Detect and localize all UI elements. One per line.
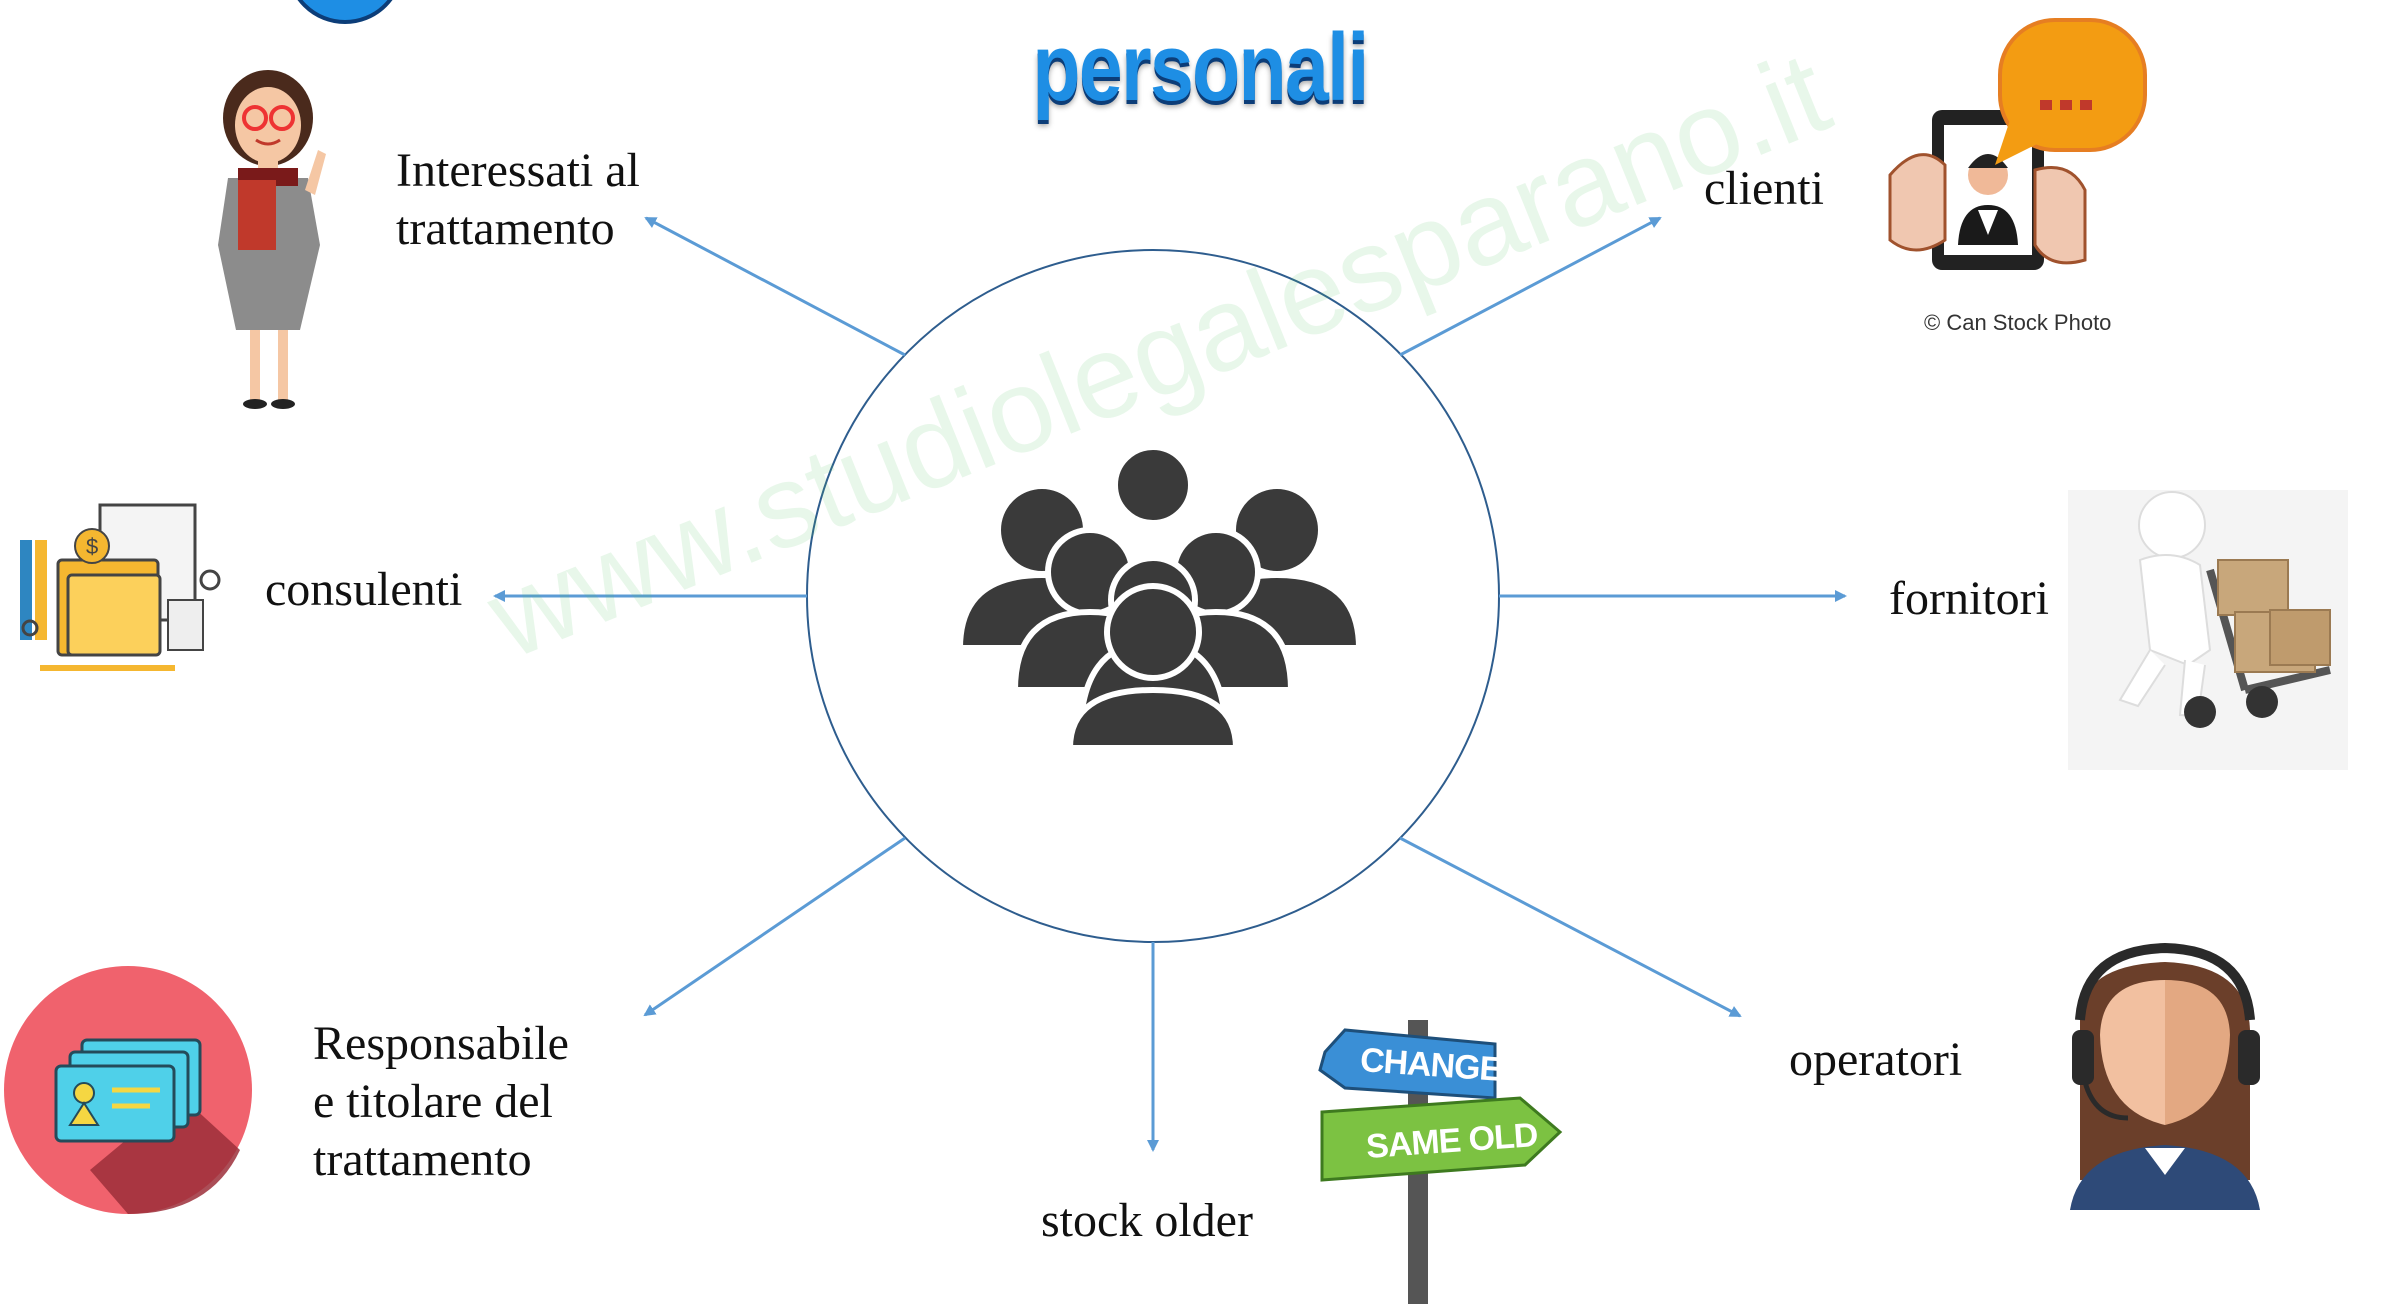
node-label-interessati: Interessati al trattamento <box>396 144 640 255</box>
arrow-responsabile <box>643 836 906 1017</box>
node-label-operatori: operatori <box>1789 1033 1963 1086</box>
delivery-trolley-icon <box>2068 490 2348 770</box>
arrow-operatori <box>1399 836 1742 1018</box>
node-label-consulenti: consulenti <box>265 563 463 616</box>
financial-consulting-icon: $ <box>20 503 221 671</box>
id-cards-icon <box>4 966 252 1214</box>
node-label-clienti: clienti <box>1704 162 1824 215</box>
node-label-stock: stock older <box>1041 1194 1253 1247</box>
svg-text:$: $ <box>86 534 98 559</box>
headset-operator-icon <box>2070 942 2260 1210</box>
arrow-interessati <box>644 216 906 357</box>
signpost-icon <box>1318 1020 1563 1304</box>
node-label-responsabile: Responsabile e titolare del trattamento <box>313 1017 569 1186</box>
node-label-fornitori: fornitori <box>1889 572 2049 625</box>
phone-support-icon <box>1888 18 2147 270</box>
teacher-woman-icon <box>218 70 326 409</box>
top-badge-circle <box>297 0 393 24</box>
arrow-clienti <box>1399 216 1662 357</box>
page-title: personali <box>1032 14 1369 121</box>
photo-credit: © Can Stock Photo <box>1924 310 2112 335</box>
people-group-icon <box>956 444 1363 751</box>
